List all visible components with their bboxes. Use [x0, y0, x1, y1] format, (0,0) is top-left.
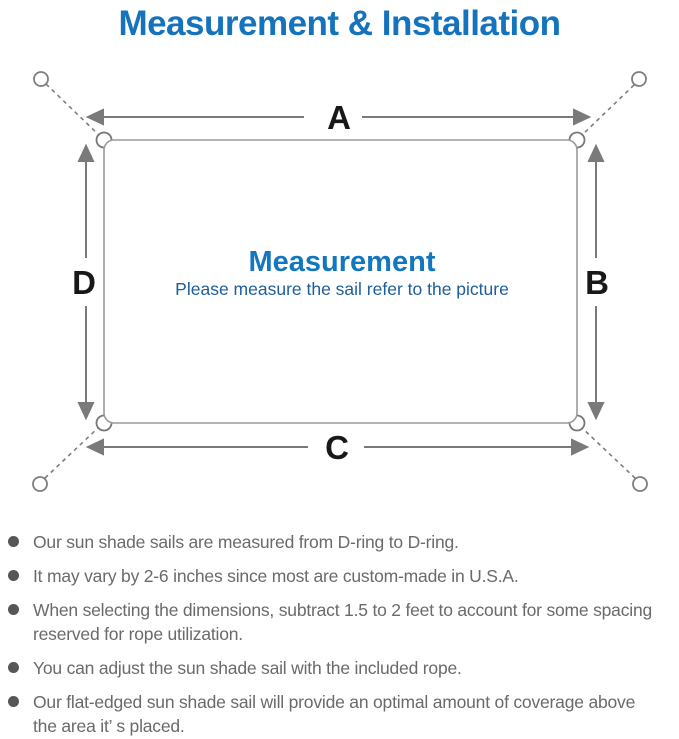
bullet-icon — [8, 536, 19, 547]
sail-rectangle — [103, 139, 578, 424]
note-text: It may vary by 2-6 inches since most are… — [33, 566, 519, 586]
arrowhead-up-icon — [587, 143, 605, 162]
side-label-b: B — [585, 264, 609, 301]
rope-line-bottom-right — [579, 425, 636, 479]
list-item: Our flat-edged sun shade sail will provi… — [8, 690, 675, 738]
anchor-point-icon — [631, 71, 647, 87]
anchor-point-icon — [32, 476, 48, 492]
bullet-icon — [8, 570, 19, 581]
dimension-arrows — [77, 108, 605, 456]
arrowhead-up-icon — [77, 143, 95, 162]
note-text: Our flat-edged sun shade sail will provi… — [33, 692, 636, 736]
anchor-point-icon — [33, 71, 49, 87]
bullet-icon — [8, 662, 19, 673]
sail-diagram-svg: A B C D Measurement Please measure the s… — [32, 71, 648, 492]
note-text: Our sun shade sails are measured from D-… — [33, 532, 459, 552]
list-item: When selecting the dimensions, subtract … — [8, 598, 675, 646]
side-label-c: C — [325, 429, 349, 466]
measurement-diagram: A B C D Measurement Please measure the s… — [0, 46, 679, 516]
anchor-points — [32, 71, 648, 492]
arrowhead-right-icon — [571, 438, 590, 456]
bullet-icon — [8, 696, 19, 707]
rope-line-top-left — [45, 83, 102, 138]
page-title: Measurement & Installation — [118, 4, 561, 43]
center-heading: Measurement — [249, 246, 436, 278]
side-label-a: A — [327, 99, 351, 136]
arrowhead-down-icon — [77, 402, 95, 421]
instruction-notes: Our sun shade sails are measured from D-… — [0, 516, 679, 738]
arrowhead-left-icon — [85, 438, 104, 456]
note-text: When selecting the dimensions, subtract … — [33, 600, 653, 644]
arrowhead-left-icon — [85, 108, 104, 126]
list-item: Our sun shade sails are measured from D-… — [8, 530, 675, 554]
arrowhead-right-icon — [573, 108, 592, 126]
rope-line-top-right — [579, 84, 635, 138]
note-text: You can adjust the sun shade sail with t… — [33, 658, 462, 678]
side-label-d: D — [72, 264, 96, 301]
anchor-point-icon — [632, 476, 648, 492]
list-item: It may vary by 2-6 inches since most are… — [8, 564, 675, 588]
list-item: You can adjust the sun shade sail with t… — [8, 656, 675, 680]
bullet-icon — [8, 604, 19, 615]
arrowhead-down-icon — [587, 402, 605, 421]
center-subtitle: Please measure the sail refer to the pic… — [175, 279, 509, 299]
rope-line-bottom-left — [44, 425, 101, 479]
